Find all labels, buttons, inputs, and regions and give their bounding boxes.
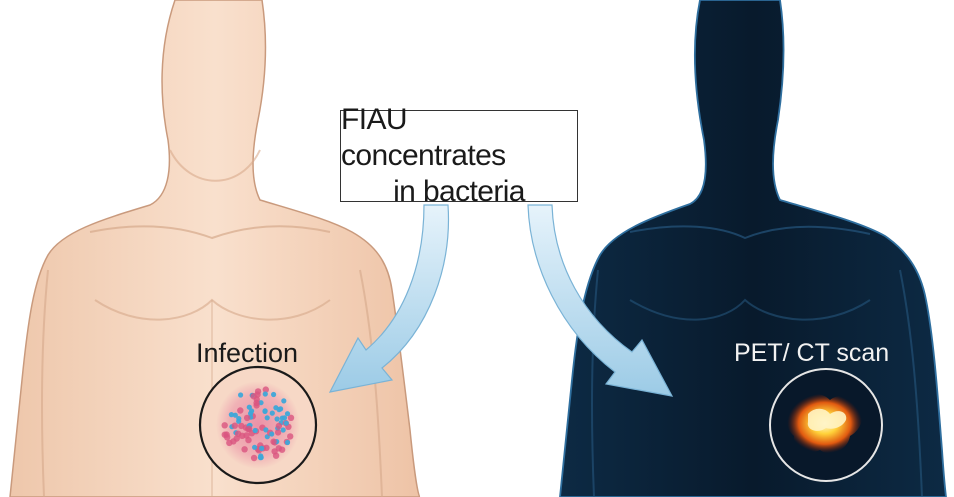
bacterium-dot xyxy=(270,439,276,445)
bacterium-dot xyxy=(263,408,268,413)
bacterium-dot xyxy=(284,421,289,426)
pet-scan-site xyxy=(770,369,882,481)
bacterium-dot xyxy=(249,408,254,413)
bacterium-dot xyxy=(226,440,232,446)
bacterium-dot xyxy=(244,415,250,421)
bacterium-dot xyxy=(275,429,281,435)
infection-label: Infection xyxy=(196,338,298,369)
bacterium-dot xyxy=(234,435,240,441)
callout-line-2: in bacteria xyxy=(393,174,525,210)
bacterium-dot xyxy=(250,393,256,399)
pet-ct-label: PET/ CT scan xyxy=(734,339,889,368)
bacterium-dot xyxy=(275,416,280,421)
bacterium-dot xyxy=(278,406,283,411)
bacterium-dot xyxy=(222,422,228,428)
bacterium-dot xyxy=(224,434,230,440)
bacterium-dot xyxy=(265,415,270,420)
bacterium-dot xyxy=(285,411,290,416)
bacterium-dot xyxy=(255,388,261,394)
bacterium-dot xyxy=(238,423,244,429)
bacterium-dot xyxy=(276,445,282,451)
bacterium-dot xyxy=(281,398,286,403)
bacterium-dot xyxy=(285,440,290,445)
bacterium-dot xyxy=(246,426,252,432)
bacterium-dot xyxy=(252,445,257,450)
bacterium-dot xyxy=(287,433,293,439)
bacterium-dot xyxy=(282,415,287,420)
bacterium-dot xyxy=(276,423,282,429)
bacterium-dot xyxy=(245,437,251,443)
bacterium-dot xyxy=(263,391,268,396)
bacterium-dot xyxy=(238,392,243,397)
callout-line-1: FIAU concentrates xyxy=(341,102,577,174)
infection-site xyxy=(200,367,316,483)
bacterium-dot xyxy=(273,453,279,459)
bacterium-dot xyxy=(269,431,274,436)
bacterium-dot xyxy=(259,446,264,451)
bacterium-dot xyxy=(270,411,275,416)
bacterium-dot xyxy=(241,446,247,452)
bacterium-dot xyxy=(271,392,276,397)
callout-box: FIAU concentrates in bacteria xyxy=(340,110,578,202)
bacterium-dot xyxy=(229,412,234,417)
right-body-figure xyxy=(560,0,946,497)
bacterium-dot xyxy=(281,427,286,432)
bacterium-dot xyxy=(259,455,264,460)
right-body-silhouette xyxy=(560,0,946,497)
bacterium-dot xyxy=(253,428,258,433)
bacterium-dot xyxy=(251,455,257,461)
bacterium-dot xyxy=(232,423,238,429)
bacterium-dot xyxy=(237,407,243,413)
